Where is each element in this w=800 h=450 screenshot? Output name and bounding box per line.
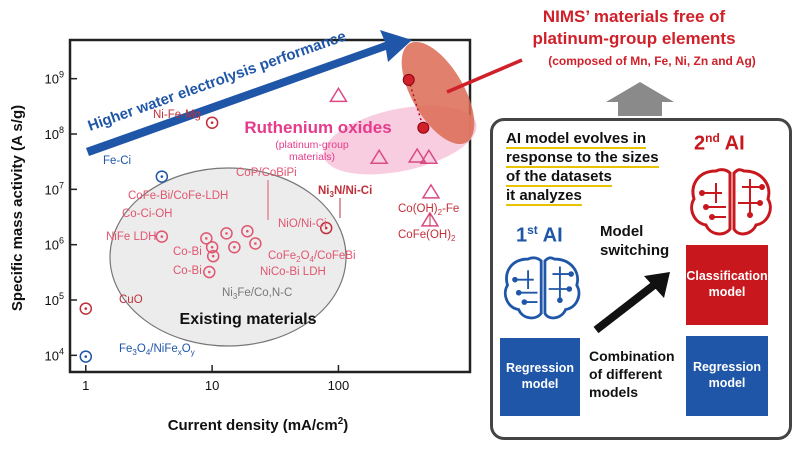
label-cofe2o4: CoFe2O4/CoFeBi [268,250,356,264]
existing-material-point-dot [84,355,88,358]
y-tick-label: 104 [45,346,64,363]
existing-material-point-dot [246,229,249,233]
label-fe3o4: Fe3O4/NiFexOy [119,343,195,357]
y-tick-label: 106 [45,236,64,253]
label-cofeoh2: CoFe(OH)2 [398,229,456,243]
model-switching-label: Model switching [600,223,670,259]
existing-material-point [319,221,333,235]
ruthenium-oxide-point [369,148,389,165]
gray-up-arrow [606,82,674,116]
x-axis-label: Current density (mA/cm2) [168,416,349,434]
switch-arrow-icon [593,272,670,334]
existing-material-point [203,265,216,279]
nims-materials-region [401,41,475,145]
label-co-bi-1: Co-Bi [173,246,202,258]
nims-connector-line [408,79,425,128]
label-nio-ni-ci: NiO/Ni-Ci [278,218,327,230]
existing-material-point-dot [225,232,228,235]
existing-material-point [206,249,220,263]
brain-circuit-icon-blue [503,256,581,320]
ruthenium-oxide-point [421,183,441,199]
existing-material-point [249,237,262,250]
label-ni-fe-mg: Ni-Fe-Mg [153,109,201,121]
performance-arrow [86,30,412,156]
plot-frame [68,38,472,374]
label-ni3fe: Ni3Fe/Co,N-C [222,287,292,301]
label-co-bi-2: Co-Bi [173,265,202,277]
ruthenium-oxide-point [419,148,439,165]
ruthenium-sub-label-2: materials) [289,151,335,163]
existing-material-point [79,302,93,315]
x-tick-label: 10 [205,378,219,393]
brain-circuit-icon-red [690,168,772,236]
existing-material-point [205,116,219,129]
existing-material-point [200,232,213,245]
label-nife-ldh: NiFe LDH [106,231,156,243]
data-markers [79,73,441,363]
y-tick-label: 105 [45,291,64,308]
existing-material-point-dot [324,226,328,230]
label-cofe-bi: CoFe-Bi/CoFe-LDH [128,190,228,202]
existing-material-point-dot [205,237,208,240]
label-nico-bi-ldh: NiCo-Bi LDH [260,266,326,278]
label-cop-cobipi: CoP/CoBiPi [236,167,297,179]
first-ai-label: 1st AI [516,223,563,247]
label-co-ci-oh: Co-Ci-OH [122,208,172,220]
x-tick-label: 100 [328,378,350,393]
nims-material-point [402,73,415,86]
combination-label: Combination of different models [589,348,675,400]
nims-material-point [417,121,430,134]
nims-callout-line [446,58,523,94]
existing-materials-region [109,167,347,347]
existing-material-point [155,230,169,243]
ruthenium-oxide-point [329,86,348,103]
nims-title-line-2: platinum-group elements [532,29,735,48]
existing-material-point [79,350,93,363]
existing-material-point [205,240,219,254]
existing-material-point-dot [233,245,236,249]
y-tick-label: 108 [45,125,64,142]
existing-material-point-dot [84,307,88,310]
label-cuo: CuO [119,294,143,306]
second-ai-label: 2nd AI [694,131,745,155]
label-ni3n: Ni3N/Ni-Ci [318,185,372,199]
y-axis-ticks: 104 105 106 107 108 109 [45,70,77,363]
existing-material-point [155,170,169,183]
existing-material-point-dot [210,245,214,249]
ruthenium-oxides-label: Ruthenium oxides [244,118,391,137]
x-axis-ticks: 1 10 100 [82,365,349,393]
existing-material-point-dot [210,121,214,125]
x-tick-label: 1 [82,378,89,393]
label-cooh2-fe: Co(OH)2-Fe [398,203,459,217]
y-axis-label: Specific mass activity (A s/g) [9,105,26,311]
ruthenium-sub-label-1: (platinum-group [275,139,349,151]
existing-material-point [241,224,254,238]
nims-title-line-1: NIMS’ materials free of [543,7,726,26]
existing-material-point-dot [211,254,215,258]
y-tick-label: 109 [45,70,64,87]
existing-material-point-dot [207,270,211,274]
existing-material-point [220,227,233,240]
ruthenium-oxide-point [407,147,427,163]
existing-material-point-dot [254,242,257,245]
nims-title-line-3: (composed of Mn, Fe, Ni, Zn and Ag) [548,54,756,68]
existing-material-point-dot [160,235,164,238]
y-tick-label: 107 [45,180,64,197]
ai-evolves-text: AI model evolves in response to the size… [506,130,659,206]
existing-materials-label: Existing materials [180,311,317,328]
label-fe-ci: Fe-Ci [103,155,131,167]
existing-material-point [228,240,241,254]
existing-material-point-dot [160,175,164,178]
